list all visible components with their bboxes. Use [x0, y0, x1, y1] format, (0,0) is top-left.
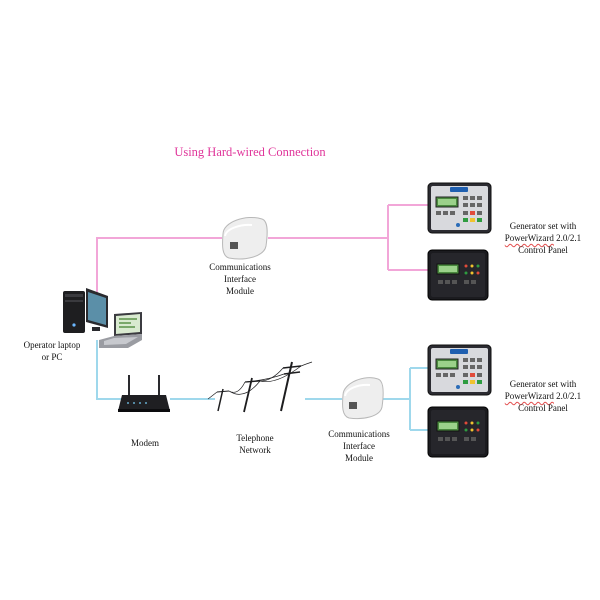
generator-bottom-model-version: 2.0/2.1: [553, 391, 582, 401]
telephone-pole-icon: [207, 361, 313, 413]
cim-top-label-line3: Module: [226, 286, 254, 296]
modem-icon: [118, 375, 170, 412]
phone-lines: [96, 340, 428, 431]
operator-label: Operator laptop or PC: [12, 339, 92, 363]
monitor-icon: [86, 288, 108, 331]
cim-module-icon: [342, 377, 384, 420]
modem-label: Modem: [131, 438, 159, 448]
operator-label-line2: or PC: [41, 352, 63, 362]
cim-top-label: Communications Interface Module: [195, 261, 285, 297]
generator-top-model-version: 2.0/2.1: [553, 233, 582, 243]
telephone-network-label-line2: Network: [239, 445, 271, 455]
telephone-network-label: Telephone Network: [220, 432, 290, 456]
generator-top-label: Generator set with PowerWizard 2.0/2.1 C…: [493, 220, 593, 256]
generator-bottom-label-line1: Generator set with: [509, 379, 577, 389]
control-panel-icon: [427, 249, 489, 301]
generator-bottom-model-name: PowerWizard: [504, 391, 554, 401]
telephone-network-label-line1: Telephone: [236, 433, 274, 443]
generator-bottom-label-line2: PowerWizard 2.0/2.1: [493, 390, 593, 402]
cim-bottom-label: Communications Interface Module: [314, 428, 404, 464]
generator-top-label-line3: Control Panel: [518, 245, 568, 255]
computer-tower-icon: [63, 291, 85, 333]
cim-top-label-line1: Communications: [209, 262, 271, 272]
generator-top-label-line1: Generator set with: [509, 221, 577, 231]
laptop-icon: [99, 312, 142, 348]
diagram-title: Using Hard-wired Connection: [174, 145, 326, 159]
hardwired-lines: [96, 204, 428, 298]
generator-top-label-line2: PowerWizard 2.0/2.1: [493, 232, 593, 244]
control-panel-icon: [427, 182, 492, 234]
cim-bottom-label-line1: Communications: [328, 429, 390, 439]
cim-top-label-line2: Interface: [224, 274, 256, 284]
cim-module-icon: [222, 217, 268, 260]
control-panel-icon: [427, 406, 489, 458]
operator-label-line1: Operator laptop: [23, 340, 81, 350]
cim-bottom-label-line3: Module: [345, 453, 373, 463]
cim-bottom-label-line2: Interface: [343, 441, 375, 451]
generator-bottom-label-line3: Control Panel: [518, 403, 568, 413]
generator-top-model-name: PowerWizard: [504, 233, 554, 243]
control-panel-icon: [427, 344, 492, 396]
generator-bottom-label: Generator set with PowerWizard 2.0/2.1 C…: [493, 378, 593, 414]
